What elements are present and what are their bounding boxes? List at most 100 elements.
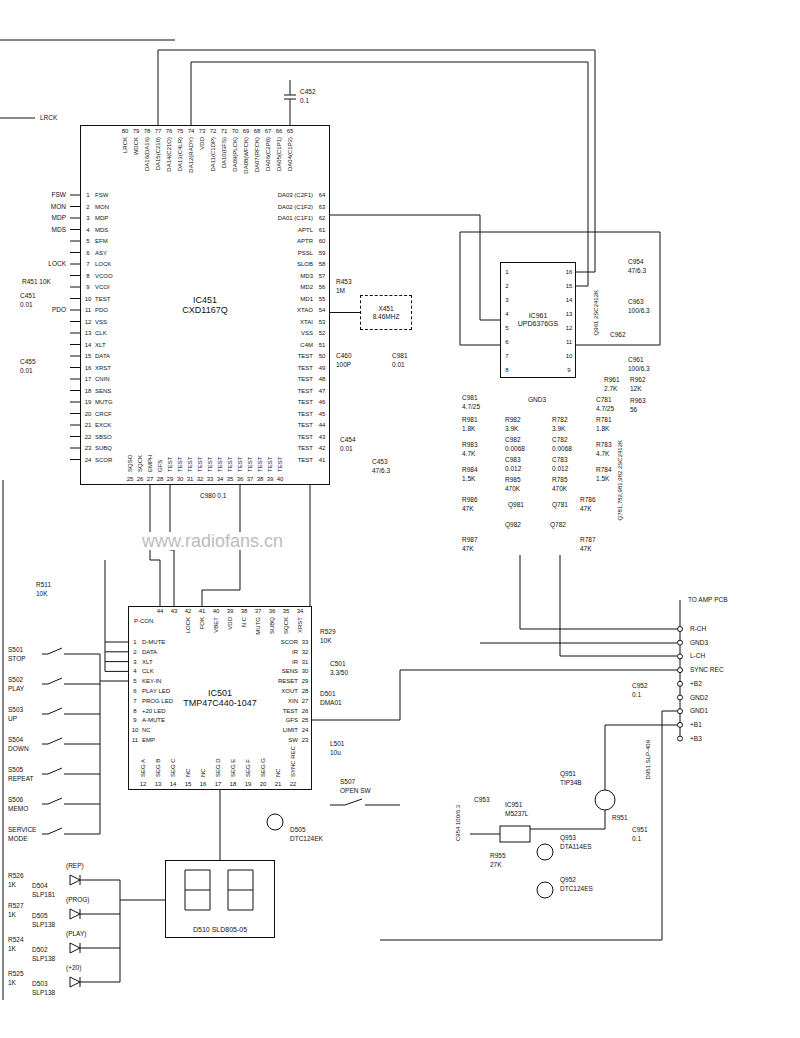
signal-name: LRCK (40, 115, 57, 122)
pin-number: 75 (177, 128, 184, 134)
pin-number: 56 (319, 284, 326, 290)
pin-number: 34 (297, 608, 304, 614)
pin-number: 16 (200, 781, 207, 787)
pin-number: 79 (133, 128, 140, 134)
pin-number: 12 (85, 319, 92, 325)
part-label: R786 (580, 497, 596, 504)
display-digits (185, 870, 253, 910)
open-switch-symbol (330, 799, 400, 805)
pin-name: TEST (298, 411, 313, 417)
part-label: C981 (392, 353, 408, 360)
pin-name: TEST (257, 457, 263, 472)
part-label: R986 (462, 497, 478, 504)
pin-number: 69 (243, 128, 250, 134)
part-label: Q952 (560, 877, 576, 884)
pin-number: 47 (319, 388, 326, 394)
pin-number: 29 (302, 678, 309, 684)
connector-pin-name: GND2 (690, 694, 708, 701)
part-label: R987 (462, 537, 478, 544)
part-label: OPEN SW (340, 788, 371, 795)
pin-name: SEG D (215, 758, 221, 777)
ic-box: IC451CXD1167Q (80, 125, 330, 485)
pin-number: 35 (283, 608, 290, 614)
part-label: R781 (596, 417, 612, 424)
pin-number: 45 (319, 411, 326, 417)
pin-number: 16 (85, 365, 92, 371)
part-label: D504 (32, 883, 48, 890)
pin-name: NC (142, 727, 151, 733)
pin-number: 9 (133, 717, 136, 723)
pin-name: NC (200, 768, 206, 777)
signal-wire (330, 312, 360, 313)
pin-name: TEST (277, 457, 283, 472)
part-label: R511 (36, 582, 51, 589)
pin-name: SEG A (140, 759, 146, 777)
pin-name: CLK (142, 668, 154, 674)
pin-number: 21 (85, 422, 92, 428)
pin-number: 1 (133, 639, 136, 645)
pin-number: 51 (319, 342, 326, 348)
part-label: S503 (8, 707, 23, 714)
part-label: L501 (330, 741, 344, 748)
pin-name: SEG C (170, 758, 176, 777)
pin-number: 52 (319, 330, 326, 336)
pin-name: EMPH (147, 455, 153, 472)
pin-number: 59 (319, 250, 326, 256)
pin-name: WDCK (133, 137, 139, 155)
power-wire (380, 711, 677, 940)
part-label: 0.0068 (505, 446, 525, 453)
pin-name: APTR (297, 238, 313, 244)
part-label: 0.1 (300, 98, 309, 105)
part-label: PLAY (8, 686, 24, 693)
part-label: 1.8K (462, 426, 475, 433)
connector-pin (678, 722, 683, 727)
part-label: Q782 (550, 522, 566, 529)
pin-name: XIN (288, 698, 298, 704)
pin-number: 43 (171, 608, 178, 614)
pin-number: 8 (86, 273, 89, 279)
pin-number: 24 (85, 457, 92, 463)
part-label: C952 (632, 683, 648, 690)
pin-number: 6 (505, 339, 508, 345)
pin-number: 36 (269, 608, 276, 614)
part-label: Q951 (560, 771, 576, 778)
pin-number: 2 (133, 649, 136, 655)
part-label: C954 100/6.3 (455, 805, 461, 841)
part-label: MEMO (8, 806, 28, 813)
pin-number: 80 (122, 128, 129, 134)
connector-pin (678, 709, 683, 714)
pin-number: 39 (227, 608, 234, 614)
part-label: Q953 (560, 835, 576, 842)
pin-name: PSSL (298, 250, 313, 256)
connector-pin-name: +B1 (690, 722, 702, 729)
pin-name: DA16(DA16) (144, 137, 150, 171)
signal-wire (220, 790, 221, 860)
pin-number: 9 (86, 284, 89, 290)
pin-name: PLAY LED (142, 688, 170, 694)
connector-pin (678, 695, 683, 700)
part-label: C451 (20, 293, 36, 300)
connector-pin (678, 668, 683, 673)
pin-number: 50 (319, 353, 326, 359)
pin-number: 70 (232, 128, 239, 134)
pin-name: IR (292, 649, 298, 655)
pin-number: 7 (133, 698, 136, 704)
pin-number: 33 (207, 476, 214, 482)
part-label: R453 (336, 279, 352, 286)
pin-number: 77 (155, 128, 162, 134)
part-label: 470K (505, 486, 520, 493)
pin-number: 46 (319, 399, 326, 405)
part-label: 0.1 (632, 692, 641, 699)
pin-number: 10 (132, 727, 139, 733)
pin-number: 62 (319, 215, 326, 221)
connector-pin-name: +B3 (690, 735, 702, 742)
pin-name: XRST (95, 365, 111, 371)
pin-number: 13 (566, 311, 573, 317)
part-label: R981 (462, 417, 478, 424)
pin-name: TEST (237, 457, 243, 472)
pin-number: 31 (187, 476, 194, 482)
part-label: C783 (552, 457, 568, 464)
pin-number: 40 (213, 608, 220, 614)
pin-name: TEST (298, 388, 313, 394)
pin-number: 2 (505, 283, 508, 289)
